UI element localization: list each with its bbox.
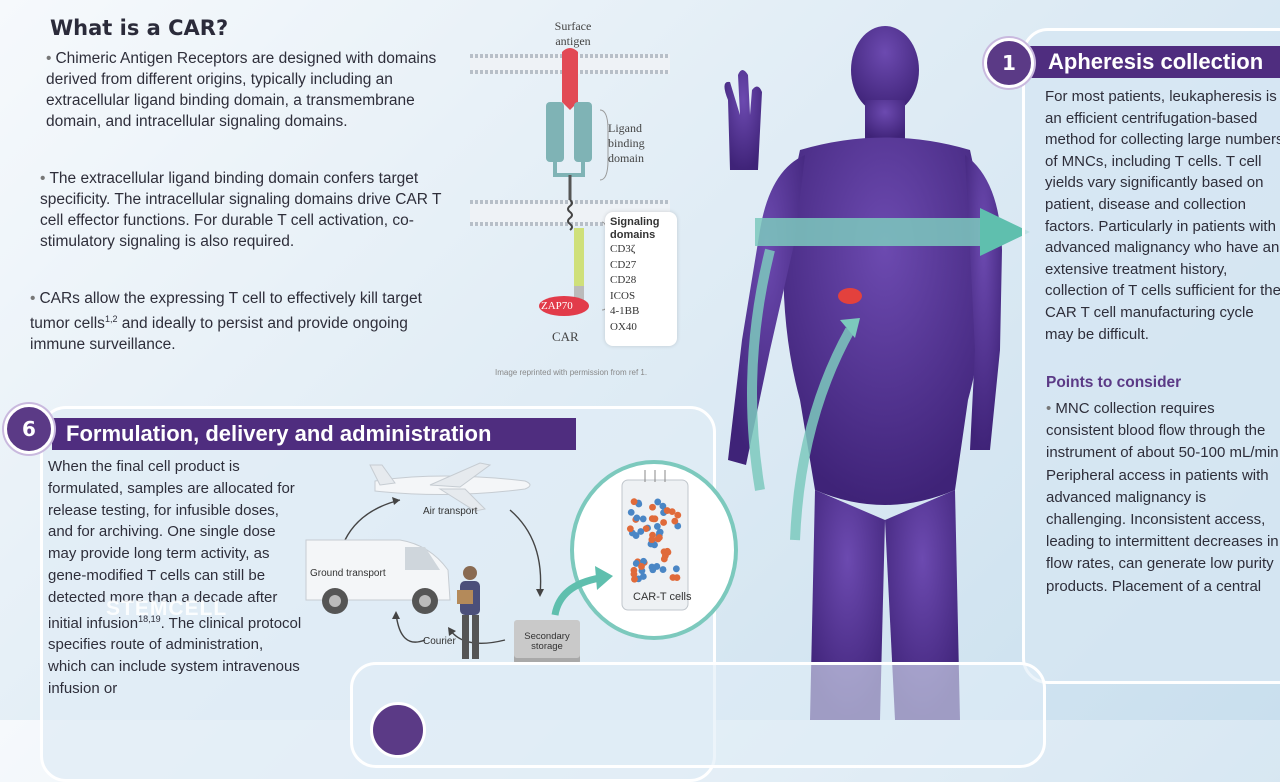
car-bullet-1-text: Chimeric Antigen Receptors are designed … (46, 50, 437, 130)
car-bullet-3-rest: and ideally to persist and provide ongoi… (30, 315, 408, 354)
cell-dot (632, 560, 640, 567)
bullet-dot: • (40, 170, 46, 187)
cell-dot (668, 508, 676, 516)
cell-dot (638, 563, 645, 570)
bullet-dot: • (46, 50, 52, 67)
van-icon (305, 539, 451, 614)
cell-dot (674, 511, 682, 519)
zap70-label: ZAP70 (541, 300, 573, 312)
cell-dot (661, 552, 669, 560)
cell-dot (639, 515, 647, 523)
car-label: CAR (552, 329, 579, 344)
cell-dot (654, 498, 662, 506)
cell-bag-illustration (621, 470, 689, 611)
car-bullet-1: •Chimeric Antigen Receptors are designed… (46, 48, 456, 132)
cell-dot (653, 563, 661, 570)
surface-antigen-label: Surface antigen (554, 19, 592, 48)
cell-dot (649, 503, 656, 511)
courier-label: Courier (423, 636, 456, 647)
car-bullet-3: •CARs allow the expressing T cell to eff… (30, 288, 450, 355)
formulation-text-b: . The clinical protocol specifies route … (48, 614, 302, 697)
car-section-title: What is a CAR? (50, 16, 229, 40)
watermark-logo: STEMCELL (106, 597, 228, 620)
image-credit: Image reprinted with permission from ref… (495, 368, 648, 377)
signaling-domains-header: Signaling domains (610, 216, 660, 241)
car-bullet-3-text: CARs allow the expressing T cell to effe… (30, 290, 422, 333)
signaling-item: CD27 (610, 258, 637, 271)
citation-superscript: 18,19 (138, 613, 161, 624)
cell-dot (671, 517, 679, 525)
apheresis-banner: Apheresis collection (1030, 46, 1280, 78)
signaling-item: CD28 (610, 274, 637, 286)
cell-dot (639, 573, 647, 580)
secondary-storage-box: Secondary storage (514, 620, 580, 664)
formulation-text-a: When the final cell product is formulate… (48, 458, 295, 632)
apheresis-bullet: • MNC collection requires consistent blo… (1046, 398, 1280, 622)
surface-antigen-shape (562, 48, 578, 110)
points-to-consider-heading: Points to consider (1046, 374, 1182, 391)
ligand-binding-label: Ligand binding domain (608, 121, 645, 165)
apheresis-title: Apheresis collection (1048, 49, 1264, 74)
cell-dot (633, 514, 641, 522)
cell-dot (640, 557, 647, 565)
formulation-banner: Formulation, delivery and administration (52, 418, 576, 450)
cell-dot (669, 574, 677, 581)
cell-dot (660, 519, 667, 526)
next-panel-outline (350, 662, 1046, 768)
cell-dot (627, 508, 635, 516)
apheresis-bullet-text: MNC collection requires consistent blood… (1046, 400, 1280, 595)
cell-dot (642, 525, 650, 532)
ligand-domain-right (574, 102, 592, 162)
human-body-illustration (724, 26, 1030, 720)
car-t-cells-label: CAR-T cells (633, 591, 692, 603)
apheresis-body-text: For most patients, leukapheresis is an e… (1045, 88, 1280, 343)
ligand-domain-left (546, 102, 564, 162)
next-step-badge (370, 702, 426, 758)
cell-dot (630, 570, 638, 578)
logistics-illustration (305, 462, 544, 659)
cell-dot (659, 502, 667, 510)
secondary-storage-label: Secondary storage (524, 631, 570, 652)
air-transport-label: Air transport (423, 506, 478, 517)
step-6-badge: 6 (4, 404, 54, 454)
car-bullet-2: •The extracellular ligand binding domain… (40, 168, 450, 252)
cell-dot (672, 565, 680, 573)
signaling-item: ICOS (610, 289, 636, 302)
signaling-item: CD3ζ (610, 243, 636, 255)
formulation-body-text: When the final cell product is formulate… (48, 456, 303, 720)
cell-dot (631, 575, 638, 583)
cell-dot (655, 534, 663, 541)
step-1-badge: 1 (984, 38, 1034, 88)
cell-dot (659, 566, 667, 573)
teal-curved-arrow (551, 566, 613, 616)
apheresis-panel (1022, 28, 1280, 684)
formulation-title: Formulation, delivery and administration (66, 421, 492, 446)
car-bullet-2-text: The extracellular ligand binding domain … (40, 170, 442, 250)
ground-transport-label: Ground transport (310, 568, 386, 579)
airplane-icon (369, 462, 531, 512)
signaling-domains-box: Signaling domains CD3ζ CD27 CD28 ICOS 4-… (605, 212, 677, 346)
cell-dot (637, 528, 645, 535)
signaling-domain-bar (574, 228, 584, 286)
bullet-dot: • (30, 290, 36, 307)
citation-superscript: 1,2 (104, 314, 118, 324)
cell-dot (650, 515, 657, 523)
cell-dot (626, 525, 634, 533)
cell-dot (653, 523, 661, 530)
signaling-item: 4-1BB (610, 305, 640, 317)
zap70-shape (539, 296, 589, 316)
cell-dot (649, 531, 656, 539)
cell-dot (630, 498, 638, 506)
bullet-dot: • (1046, 400, 1056, 417)
signaling-item: OX40 (610, 320, 637, 333)
courier-person-icon (457, 566, 480, 659)
